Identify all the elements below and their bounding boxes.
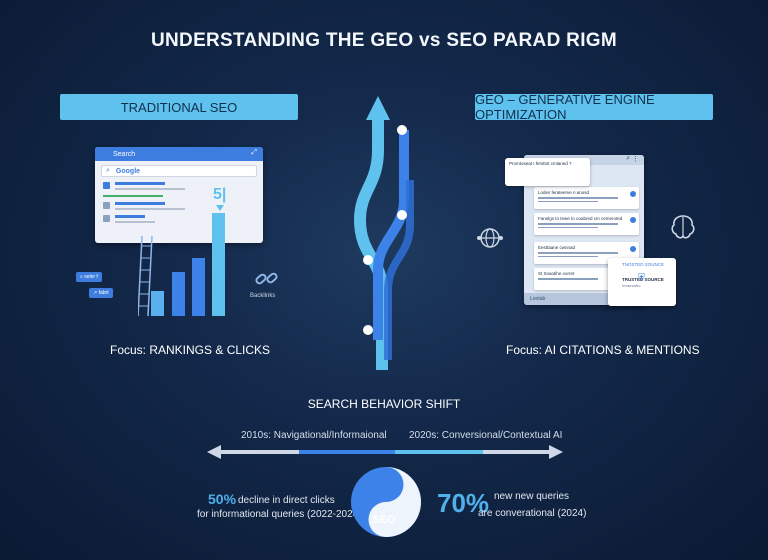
google-label: Google <box>115 167 141 175</box>
search-chip: ↗ fabrt <box>89 288 113 298</box>
page-title: UNDERSTANDING THE GEO vs SEO PARAD RIGM <box>151 30 617 51</box>
geo-header: GEO – GENERATIVE ENGINE OPTIMIZATION <box>475 92 713 122</box>
ranking-bar <box>172 272 185 316</box>
search-topbar: Search ⤢ <box>95 147 263 161</box>
search-icon: ⌕ <box>80 274 85 280</box>
era-2010s-label: 2010s: Navigational/Informaional <box>241 430 387 441</box>
ranking-bar <box>151 291 164 316</box>
ai-answer-card: Fanelgs to tewe to ooabred cm cemeroted <box>534 213 639 235</box>
ai-answer-card: Lodes ferateeme n anosd <box>534 187 639 209</box>
node-dot <box>397 125 407 135</box>
prompt-bubble: Promtoseat I fersttot cmlaned ? <box>505 158 590 186</box>
divider <box>103 195 163 197</box>
era-2020s-label: 2020s: Conversional/Contextual AI <box>409 430 563 441</box>
stat-queries-text: new new queries <box>494 491 570 502</box>
center-arrows-graphic <box>353 96 414 370</box>
timeline-arrow <box>207 445 563 459</box>
trusted-source-card: TNOSTED SOUNCE ⛨ TRUSTED SOURCE Inoseont… <box>608 258 676 306</box>
close-icon: ⤢ <box>251 149 257 156</box>
ranking-bar <box>192 258 205 316</box>
search-icon: ⌕ <box>106 167 110 174</box>
trusted-source-title: TRUSTED SOURCE <box>622 277 664 282</box>
search-input: ⌕ Google <box>101 165 257 177</box>
traditional-seo-header: TRADITIONAL SEO <box>60 94 298 120</box>
search-result <box>103 182 255 190</box>
seo-focus-label: Focus: RANKINGS & CLICKS <box>110 343 271 357</box>
trusted-source-subtitle: Inoseontlo <box>622 283 641 288</box>
search-chip: ⌕ seler f <box>76 272 102 282</box>
yin-yang-label: SEO <box>372 514 396 526</box>
node-dot <box>363 325 373 335</box>
globe-network-icon <box>477 228 503 248</box>
menu-icon: ⋮ <box>632 156 639 163</box>
search-result <box>103 215 255 223</box>
stat-clicks-percent: 50% <box>208 491 237 507</box>
backlinks-label: Backlinks <box>250 293 276 299</box>
yin-yang-icon: SEO <box>351 467 421 537</box>
stat-clicks-subtext: for informational queries (2022-2024) <box>197 509 362 520</box>
geo-focus-label: Focus: AI CITATIONS & MENTIONS <box>506 343 700 357</box>
search-icon: ⌕ <box>626 155 630 162</box>
stat-queries-percent: 70% <box>437 488 490 518</box>
search-label: Search <box>113 150 136 158</box>
search-behavior-shift-title: SEARCH BEHAVIOR SHIFT <box>307 397 461 411</box>
brain-icon <box>671 215 695 239</box>
search-result <box>103 202 255 210</box>
node-dot <box>363 255 373 265</box>
rank-cursor: 5| <box>213 186 227 203</box>
stat-queries-subtext: are converational (2024) <box>478 508 587 519</box>
search-results-card: Search ⤢ ⌕ Google <box>95 147 263 243</box>
trusted-source-header: TNOSTED SOUNCE <box>622 262 665 267</box>
link-icon: ↗ <box>93 290 99 296</box>
rank-marker-icon <box>216 205 224 211</box>
ladder-icon <box>138 236 153 316</box>
chain-link-icon <box>255 272 278 285</box>
stat-clicks-text: decline in direct clicks <box>238 495 335 506</box>
node-dot <box>397 210 407 220</box>
ranking-bar <box>212 213 225 316</box>
shield-icon: ⛨ <box>638 272 645 282</box>
